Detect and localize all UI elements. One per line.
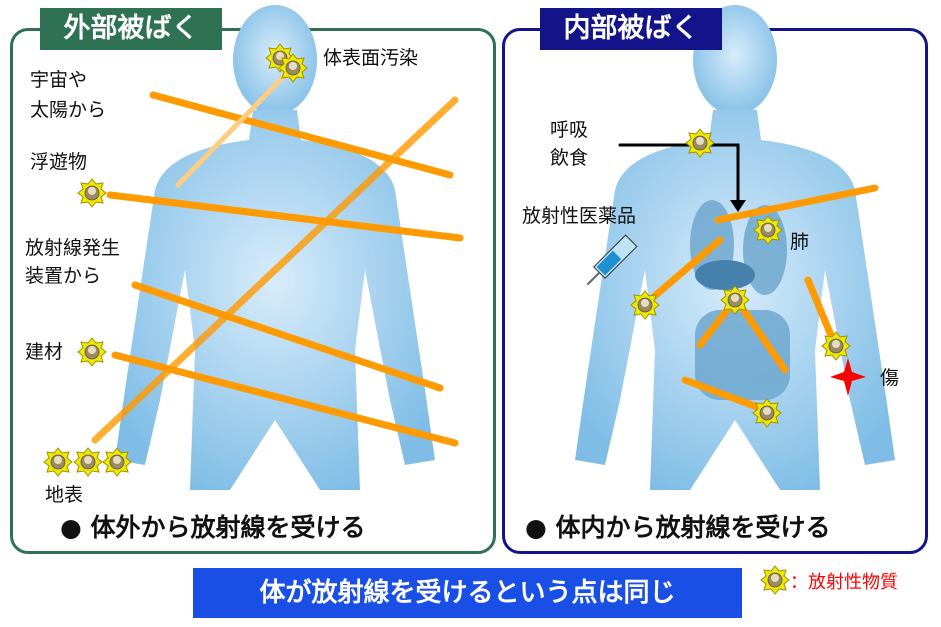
label-airborne: 浮遊物 <box>30 151 88 173</box>
external-caption: ● 体外から放射線を受ける <box>60 513 366 542</box>
syringe-icon <box>586 234 638 286</box>
label-space-sun-1: 宇宙や <box>30 69 88 91</box>
label-radiopharmaceutical: 放射性医薬品 <box>522 205 637 227</box>
internal-caption: ● 体内から放射線を受ける <box>525 513 831 542</box>
summary-banner: 体が放射線を受けるという点は同じ <box>193 568 742 618</box>
label-building: 建材 <box>25 341 64 363</box>
internal-exposure-title: 内部被ばく <box>540 8 722 50</box>
wound-icon <box>830 358 866 396</box>
label-generator-2: 装置から <box>25 265 102 287</box>
legend-label: ：放射性物質 <box>790 572 898 593</box>
label-lung: 肺 <box>790 231 810 253</box>
label-wound: 傷 <box>880 367 900 389</box>
label-surface-contamination: 体表面汚染 <box>323 47 419 69</box>
label-eating: 飲食 <box>550 147 589 169</box>
human-silhouette-external <box>115 5 435 490</box>
label-ground: 地表 <box>45 484 84 506</box>
external-exposure-title: 外部被ばく <box>40 8 222 50</box>
label-generator-1: 放射線発生 <box>25 237 121 259</box>
label-breathing: 呼吸 <box>550 119 589 141</box>
label-space-sun-2: 太陽から <box>30 99 107 121</box>
